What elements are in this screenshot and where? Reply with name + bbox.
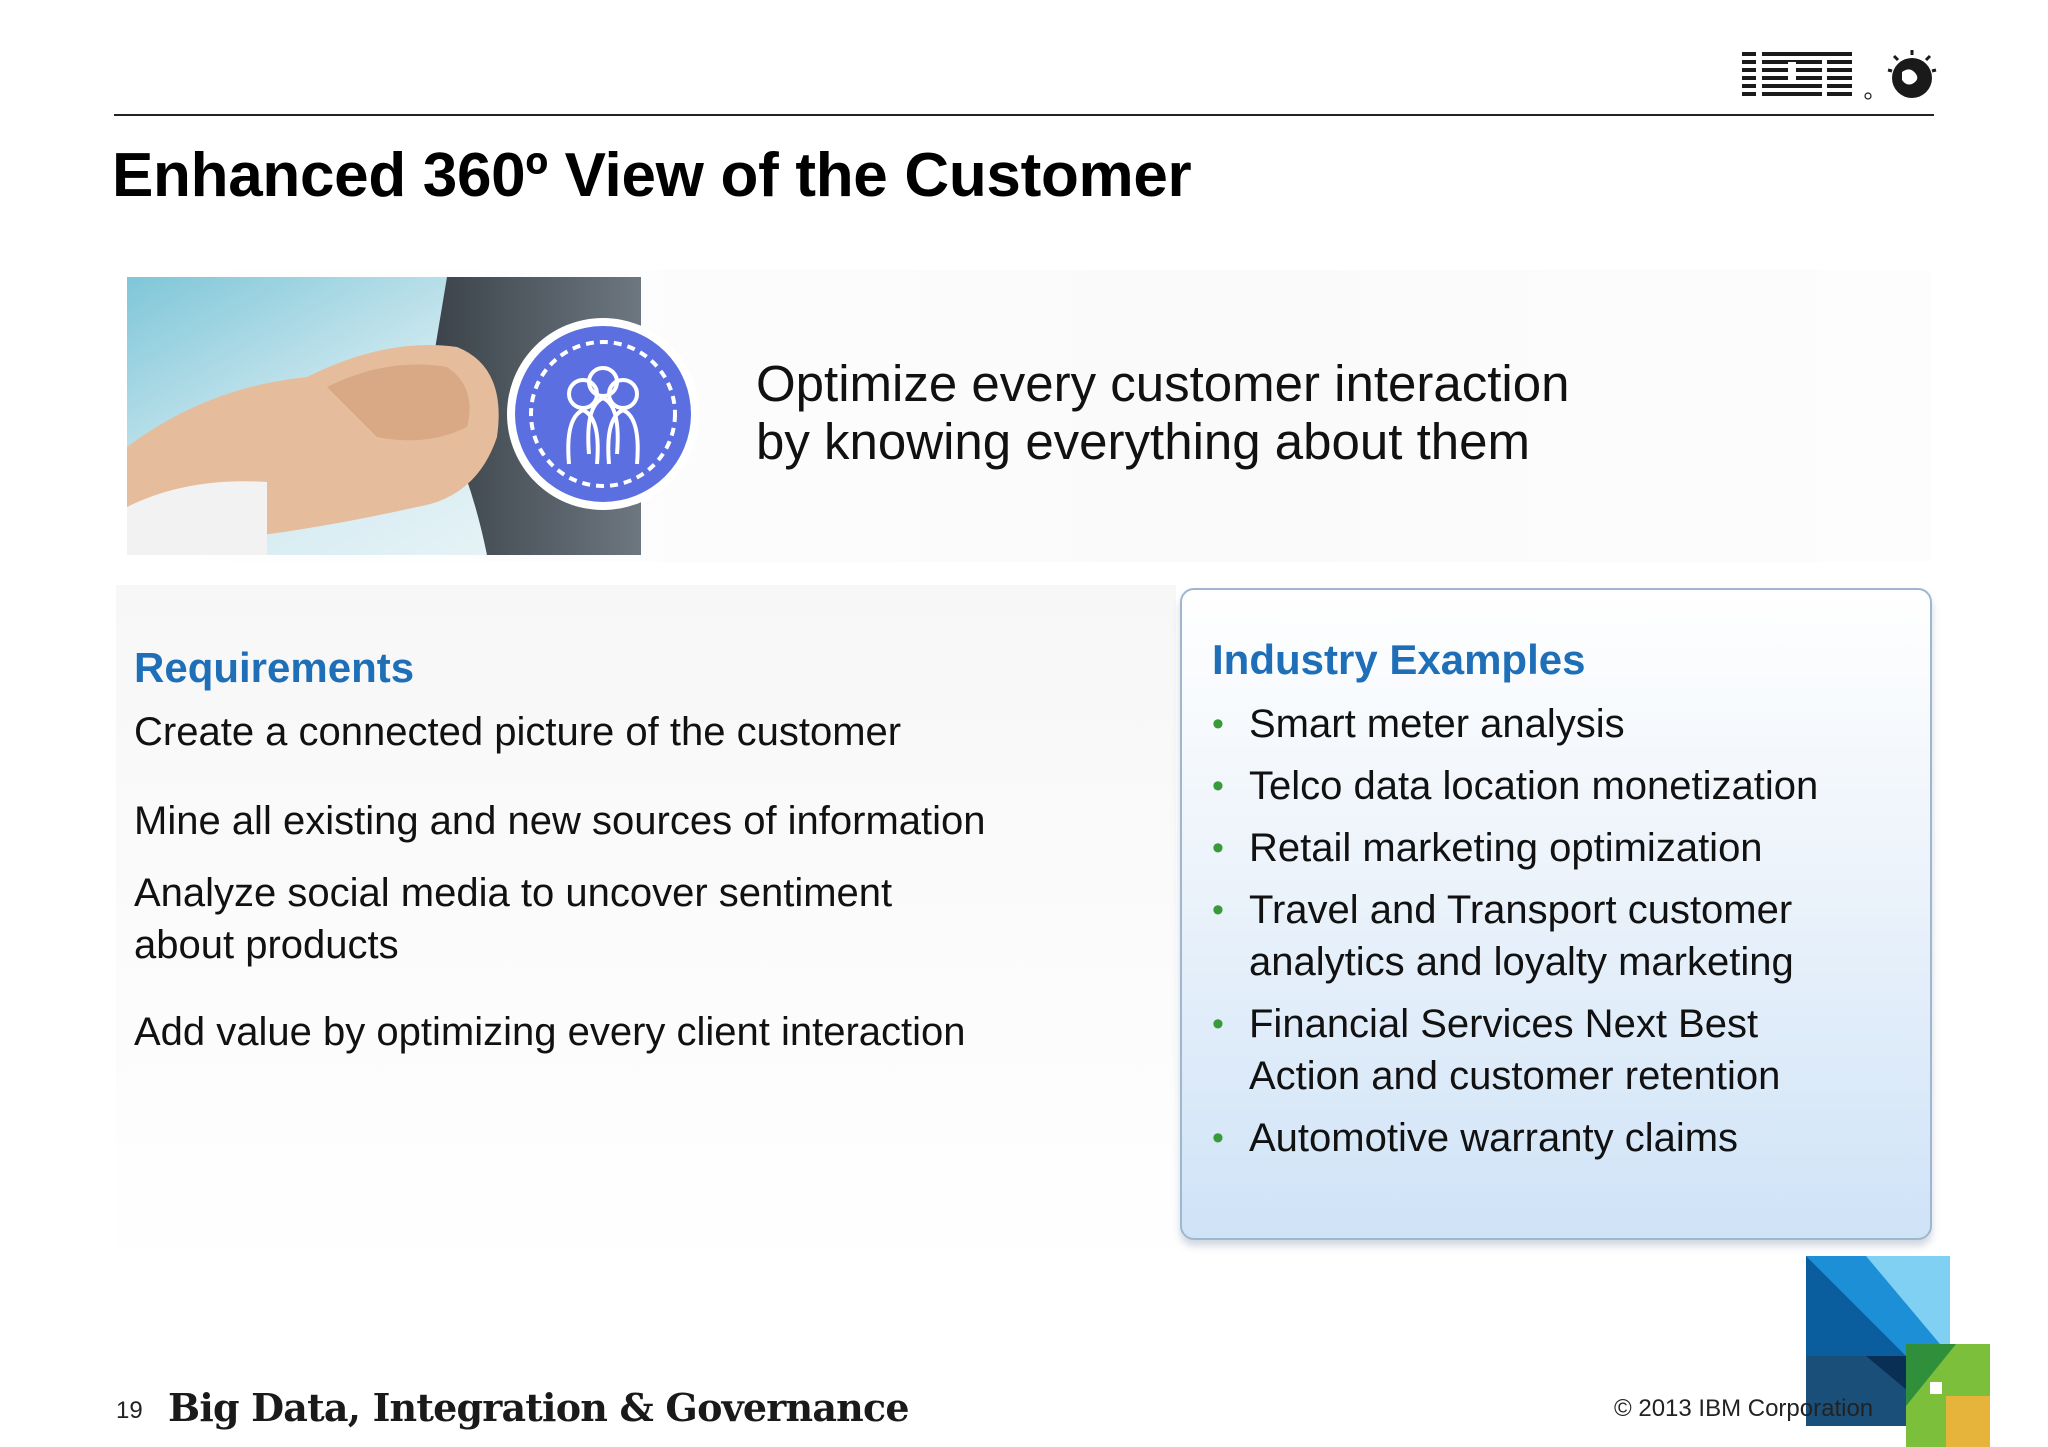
industry-item-text: Retail marketing optimization bbox=[1249, 826, 1763, 870]
industry-item-text: Telco data location monetization bbox=[1249, 764, 1819, 808]
industry-list-item: • Automotive warranty claims bbox=[1212, 1112, 1738, 1164]
banner-tagline: Optimize every customer interaction by k… bbox=[756, 355, 1569, 471]
industry-list-item: • Retail marketing optimization bbox=[1212, 822, 1763, 874]
bullet-icon: • bbox=[1212, 1119, 1224, 1157]
industry-item-text: Travel and Transport customer analytics a… bbox=[1249, 884, 1794, 988]
industry-item-line: Action and customer retention bbox=[1249, 1054, 1781, 1098]
header-rule bbox=[114, 114, 1934, 116]
requirement-item: Create a connected picture of the custom… bbox=[134, 710, 902, 754]
industry-examples-box bbox=[1180, 588, 1932, 1240]
industry-item-line: Travel and Transport customer bbox=[1249, 888, 1793, 932]
industry-list-item: • Travel and Transport customer analytics … bbox=[1212, 884, 1794, 988]
industry-list-item: • Telco data location monetization bbox=[1212, 760, 1818, 812]
page-number: 19 bbox=[116, 1397, 143, 1424]
industry-examples-heading: Industry Examples bbox=[1212, 636, 1586, 683]
requirement-item-continuation: about products bbox=[134, 923, 399, 967]
industry-item-line: Financial Services Next Best bbox=[1249, 1002, 1759, 1046]
tagline-line-1: Optimize every customer interaction bbox=[756, 355, 1570, 412]
industry-item-text: Smart meter analysis bbox=[1249, 702, 1625, 746]
bullet-icon: • bbox=[1212, 1005, 1224, 1043]
corner-graphic bbox=[1806, 1256, 1990, 1447]
requirements-panel bbox=[116, 585, 1176, 1285]
industry-item-text: Automotive warranty claims bbox=[1249, 1116, 1739, 1160]
industry-item-line: analytics and loyalty marketing bbox=[1249, 940, 1794, 984]
bullet-icon: • bbox=[1212, 891, 1224, 929]
industry-list-item: • Smart meter analysis bbox=[1212, 698, 1625, 750]
customer-group-icon bbox=[507, 318, 699, 510]
requirements-heading: Requirements bbox=[134, 644, 415, 691]
requirement-item: Analyze social media to uncover sentimen… bbox=[134, 871, 893, 915]
bullet-icon: • bbox=[1212, 767, 1224, 805]
requirement-item: Add value by optimizing every client int… bbox=[134, 1010, 966, 1054]
ibm-logo: IBM bbox=[1742, 48, 1937, 100]
requirement-item: Mine all existing and new sources of inf… bbox=[134, 799, 986, 843]
footer-brand: Big Data, Integration & Governance bbox=[168, 1385, 910, 1430]
page-title: Enhanced 360º View of the Customer bbox=[112, 141, 1192, 210]
tagline-line-2: by knowing everything about them bbox=[756, 413, 1530, 470]
bullet-icon: • bbox=[1212, 829, 1224, 867]
copyright: © 2013 IBM Corporation bbox=[1614, 1395, 1874, 1422]
bullet-icon: • bbox=[1212, 705, 1224, 743]
